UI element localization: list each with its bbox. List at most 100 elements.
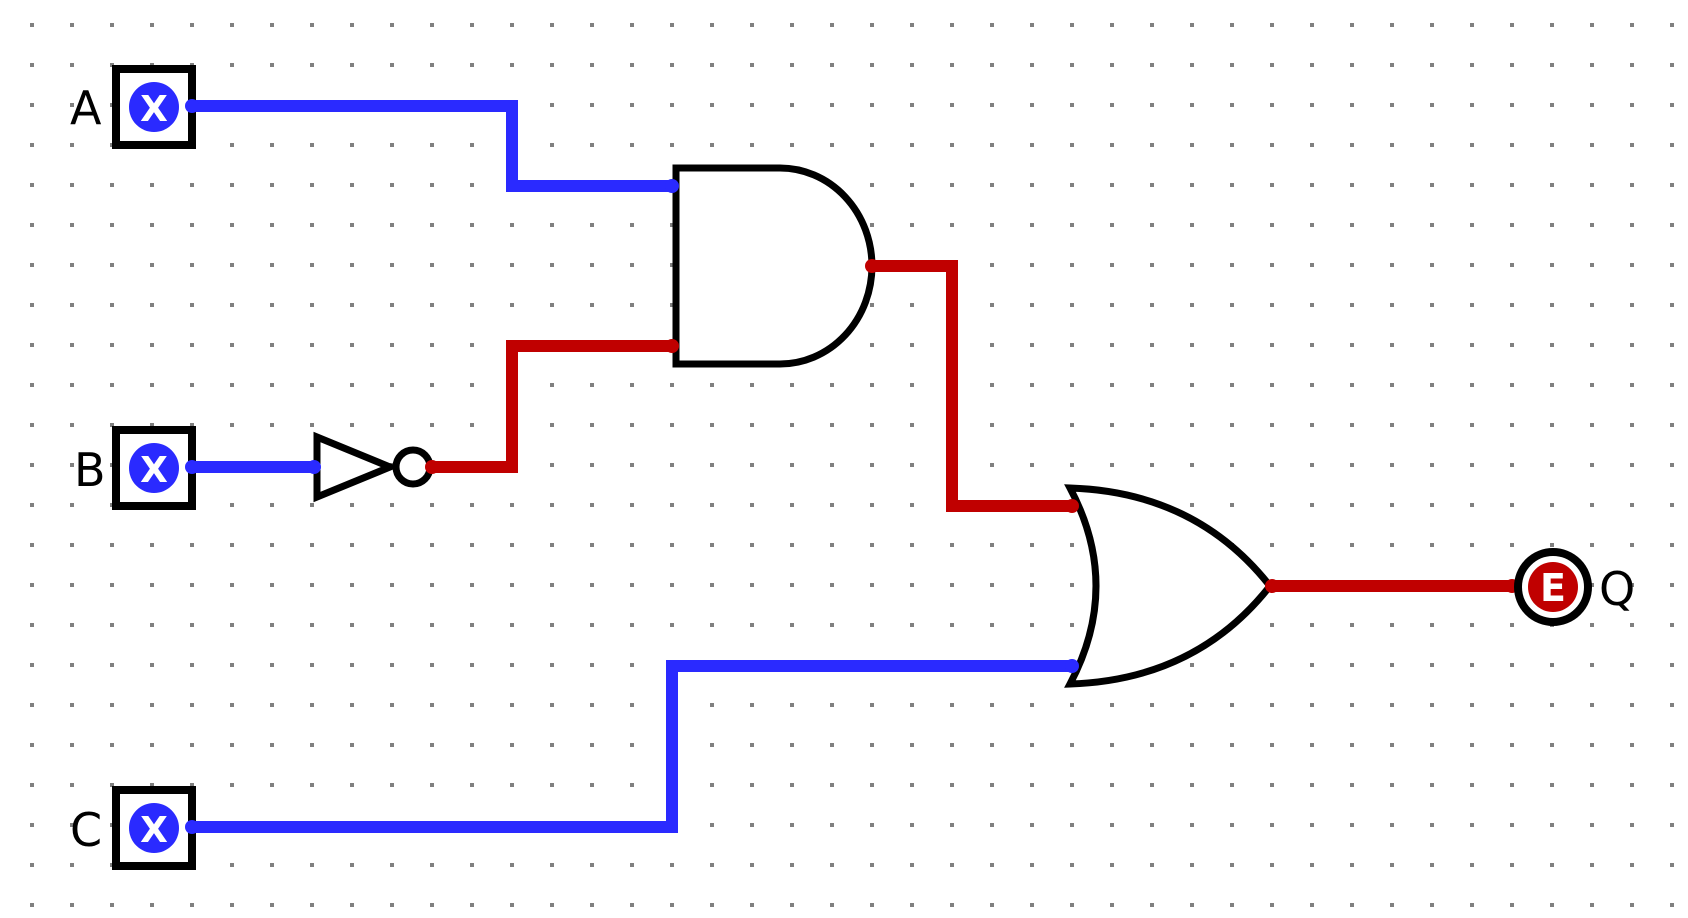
grid-dot [1590, 423, 1594, 427]
grid-dot [110, 543, 114, 547]
grid-dot [950, 183, 954, 187]
grid-dot [1350, 623, 1354, 627]
grid-dot [1470, 903, 1474, 907]
grid-dot [1550, 903, 1554, 907]
grid-dot [1270, 783, 1274, 787]
grid-dot [190, 423, 194, 427]
wire-and-to-or[interactable] [872, 260, 1072, 512]
grid-dot [590, 583, 594, 587]
grid-dot [1310, 743, 1314, 747]
or-gate-body[interactable] [1064, 484, 1275, 688]
pin-a-out[interactable] [185, 99, 199, 113]
or-gate[interactable] [1064, 484, 1275, 688]
grid-dot [710, 503, 714, 507]
grid-dot [350, 223, 354, 227]
not-gate-triangle[interactable] [313, 431, 400, 503]
grid-dot [1550, 663, 1554, 667]
wire-a-to-and[interactable] [192, 100, 672, 192]
wire-c-to-or[interactable] [192, 660, 1072, 833]
grid-dot [1270, 23, 1274, 27]
input-b-state-circle[interactable] [129, 443, 179, 493]
output-q[interactable]: E Q [1514, 548, 1635, 626]
grid-dot [190, 303, 194, 307]
grid-dot [1230, 823, 1234, 827]
grid-dot [630, 503, 634, 507]
pin-and-in-2[interactable] [665, 339, 679, 353]
grid-dot [230, 183, 234, 187]
pin-or-out[interactable] [1265, 579, 1279, 593]
grid-dot [550, 783, 554, 787]
grid-dot [30, 63, 34, 67]
grid-dot [1350, 503, 1354, 507]
grid-dot [1270, 143, 1274, 147]
output-q-state-circle[interactable] [1528, 562, 1578, 612]
grid-dot [70, 903, 74, 907]
grid-dot [1670, 183, 1674, 187]
grid-dot [1190, 423, 1194, 427]
pin-not-out[interactable] [425, 460, 439, 474]
grid-dot [430, 583, 434, 587]
grid-dot [1030, 823, 1034, 827]
grid-dot [670, 463, 674, 467]
pin-or-in-2[interactable] [1065, 659, 1079, 673]
grid-dot [990, 703, 994, 707]
pin-c-out[interactable] [185, 820, 199, 834]
and-gate-body[interactable] [672, 164, 876, 368]
grid-dot [1110, 383, 1114, 387]
wire-not-to-and[interactable] [432, 340, 672, 473]
grid-dot [550, 903, 554, 907]
grid-dot [1430, 463, 1434, 467]
grid-dot [1190, 703, 1194, 707]
not-gate[interactable] [313, 431, 434, 503]
grid-dot [630, 623, 634, 627]
grid-dot [230, 503, 234, 507]
grid-dot [590, 383, 594, 387]
grid-dot [1310, 423, 1314, 427]
grid-dot [150, 543, 154, 547]
input-a-state-circle[interactable] [129, 82, 179, 132]
grid-dot [1190, 863, 1194, 867]
grid-dot [390, 423, 394, 427]
grid-dot [1510, 463, 1514, 467]
grid-dot [1630, 863, 1634, 867]
grid-dot [1670, 23, 1674, 27]
pin-not-in[interactable] [307, 460, 321, 474]
grid-dot [750, 743, 754, 747]
grid-dot [390, 583, 394, 587]
grid-dot [1230, 903, 1234, 907]
input-a[interactable]: A X [70, 65, 196, 149]
grid-dot [750, 543, 754, 547]
grid-dot [310, 383, 314, 387]
grid-dot [550, 103, 554, 107]
grid-dot [310, 223, 314, 227]
grid-dot [910, 743, 914, 747]
grid-dot [1390, 183, 1394, 187]
grid-dot [950, 823, 954, 827]
grid-dot [1630, 63, 1634, 67]
and-gate[interactable] [672, 164, 876, 368]
grid-dot [1030, 63, 1034, 67]
grid-dot [1230, 383, 1234, 387]
pin-b-out[interactable] [185, 460, 199, 474]
grid-dot [350, 623, 354, 627]
grid-dot [1150, 303, 1154, 307]
grid-dot [1390, 743, 1394, 747]
pin-and-out[interactable] [865, 259, 879, 273]
grid-dot [1150, 263, 1154, 267]
grid-dot [590, 223, 594, 227]
grid-dot [1070, 183, 1074, 187]
pin-or-in-1[interactable] [1065, 499, 1079, 513]
grid-dot [950, 583, 954, 587]
grid-dot [1510, 863, 1514, 867]
grid-dot [750, 703, 754, 707]
grid-dot [1310, 823, 1314, 827]
input-b[interactable]: B X [74, 426, 196, 510]
grid-dot [270, 23, 274, 27]
input-c[interactable]: C X [70, 786, 196, 870]
grid-dot [950, 23, 954, 27]
pin-and-in-1[interactable] [665, 179, 679, 193]
grid-dot [1350, 423, 1354, 427]
input-c-state-circle[interactable] [129, 803, 179, 853]
grid-dot [310, 903, 314, 907]
grid-dot [230, 63, 234, 67]
